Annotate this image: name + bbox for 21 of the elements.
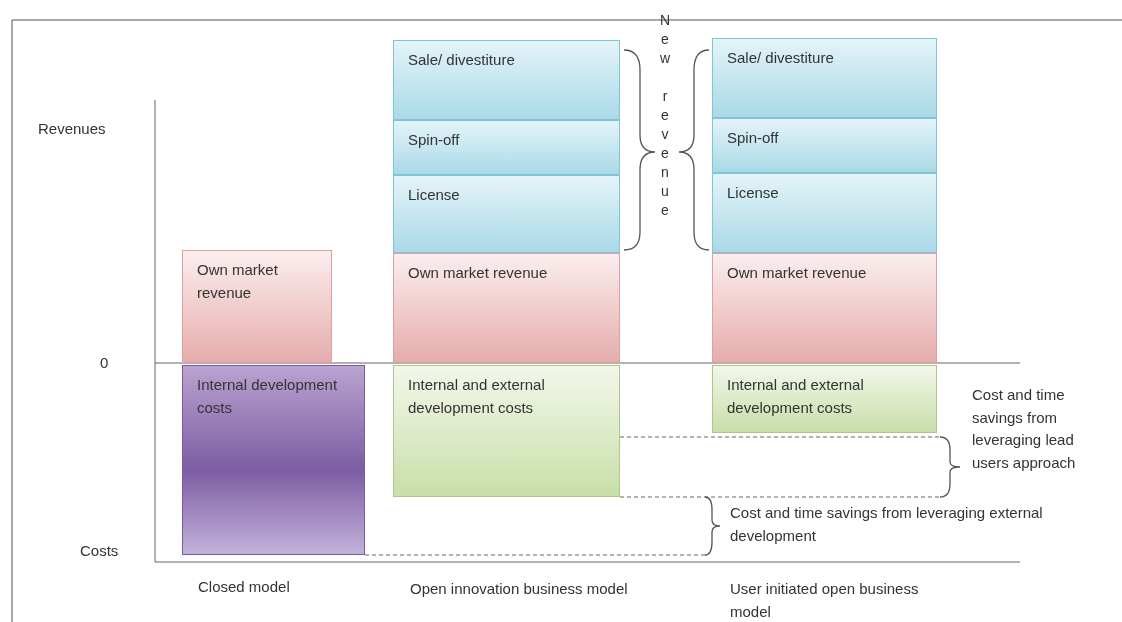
column-label: Closed model <box>198 577 290 597</box>
axis-label: 0 <box>100 353 109 373</box>
axis-label: Costs <box>80 541 119 561</box>
revenue-segment: License <box>393 175 620 253</box>
cost-segment: Internal and external development costs <box>712 365 937 433</box>
revenue-segment: Own market revenue <box>393 253 620 363</box>
cost-segment: Internal development costs <box>182 365 365 555</box>
revenue-segment: Own market revenue <box>712 253 937 363</box>
column-label: Open innovation business model <box>410 579 629 599</box>
revenue-segment: Sale/ divestiture <box>393 40 620 120</box>
revenue-segment: License <box>712 173 937 253</box>
axis-label: Revenues <box>38 119 106 139</box>
revenue-segment: Spin-off <box>393 120 620 175</box>
cost-segment: Internal and external development costs <box>393 365 620 497</box>
vertical-label: New revenue <box>658 12 672 221</box>
revenue-segment: Own market revenue <box>182 250 332 363</box>
annotation-text: Cost and time savings from leveraging external development <box>730 503 1044 546</box>
revenue-segment: Sale/ divestiture <box>712 38 937 118</box>
revenue-segment: Spin-off <box>712 118 937 173</box>
column-label: User initiated open business model <box>730 579 920 622</box>
annotation-text: Cost and time savings from leveraging lead users approach <box>972 385 1077 473</box>
